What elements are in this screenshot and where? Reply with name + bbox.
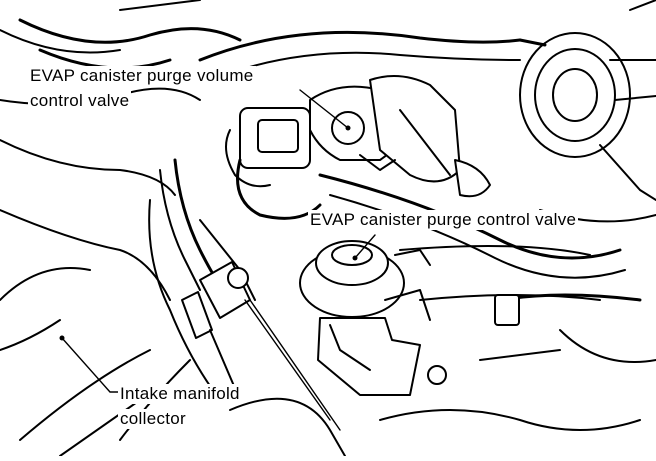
throttle-cables <box>148 158 341 431</box>
upper-hoses <box>0 0 522 105</box>
purge-volume-valve-label-line2: control valve <box>28 91 132 111</box>
leader-lines <box>59 89 376 393</box>
intake-manifold-label-line1: Intake manifold <box>118 384 242 404</box>
purge-volume-valve-label-line1: EVAP canister purge volume <box>28 66 256 86</box>
purge-control-valve-label: EVAP canister purge control valve <box>308 210 579 230</box>
purge-volume-valve-body <box>225 75 491 220</box>
purge-control-valve-body <box>299 240 447 396</box>
intake-manifold-body <box>0 139 656 457</box>
intake-manifold-label-line2: collector <box>118 409 189 429</box>
top-right-component <box>518 0 656 201</box>
